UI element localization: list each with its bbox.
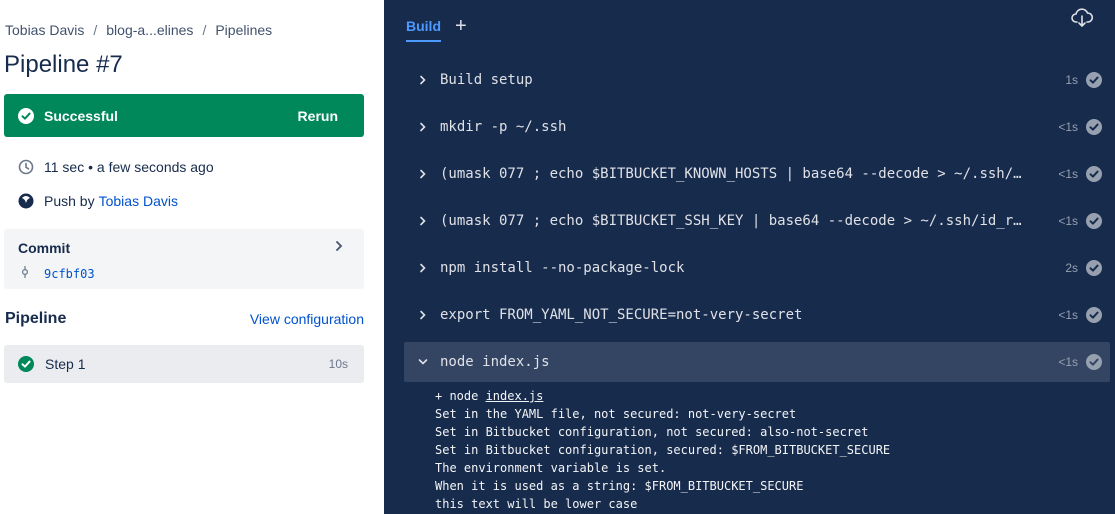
check-circle-icon (1086, 260, 1102, 276)
breadcrumb-item-owner[interactable]: Tobias Davis (5, 22, 85, 38)
rerun-button[interactable]: Rerun (297, 107, 338, 124)
log-line: Set in Bitbucket configuration, not secu… (435, 425, 869, 439)
command-row[interactable]: (umask 077 ; echo $BITBUCKET_SSH_KEY | b… (404, 201, 1110, 241)
add-tab-button[interactable]: + (455, 15, 467, 37)
command-text: node index.js (440, 354, 550, 370)
push-by-label: Push by (44, 193, 95, 209)
check-circle-icon (1086, 213, 1102, 229)
command-text: Build setup (440, 72, 533, 88)
command-text: export FROM_YAML_NOT_SECURE=not-very-sec… (440, 307, 803, 323)
status-bar: Successful Rerun (4, 94, 364, 137)
chevron-right-icon (420, 122, 426, 132)
commit-title: Commit (18, 240, 71, 256)
check-circle-icon (18, 356, 34, 372)
command-duration: 2s (1065, 261, 1078, 275)
author-link[interactable]: Tobias Davis (98, 193, 178, 209)
command-row[interactable]: export FROM_YAML_NOT_SECURE=not-very-sec… (404, 295, 1110, 335)
check-circle-icon (1086, 166, 1102, 182)
step-name: Step 1 (45, 356, 86, 372)
chevron-down-icon (418, 359, 428, 365)
build-log-panel: Build + Build setup 1s mkdir -p ~/.ssh <… (384, 0, 1115, 514)
command-duration: <1s (1058, 214, 1078, 228)
view-configuration-link[interactable]: View configuration (249, 311, 364, 327)
command-text: (umask 077 ; echo $BITBUCKET_KNOWN_HOSTS… (440, 166, 1024, 182)
chevron-right-icon[interactable] (334, 240, 344, 252)
command-row[interactable]: npm install --no-package-lock 2s (404, 248, 1110, 288)
breadcrumb-item-repo[interactable]: blog-a...elines (106, 22, 194, 38)
clock-icon (18, 159, 34, 175)
tab-build[interactable]: Build (406, 18, 441, 42)
log-command-prefix: + node (435, 389, 486, 403)
download-cloud-icon[interactable] (1071, 8, 1093, 28)
chevron-right-icon (420, 169, 426, 179)
build-tabs: Build + (406, 15, 467, 42)
page-title: Pipeline #7 (4, 51, 123, 78)
chevron-right-icon (420, 216, 426, 226)
pipeline-heading: Pipeline (5, 310, 67, 327)
check-circle-icon (1086, 119, 1102, 135)
avatar (18, 193, 34, 209)
command-row[interactable]: (umask 077 ; echo $BITBUCKET_KNOWN_HOSTS… (404, 154, 1110, 194)
command-row-expanded[interactable]: node index.js <1s (404, 342, 1110, 382)
log-line: Set in Bitbucket configuration, secured:… (435, 443, 891, 457)
log-line: Set in the YAML file, not secured: not-v… (435, 407, 797, 421)
command-duration: <1s (1058, 120, 1078, 134)
command-text: npm install --no-package-lock (440, 260, 685, 276)
chevron-right-icon (420, 310, 426, 320)
log-line: this text will be lower case (435, 497, 638, 511)
log-line: When it is used as a string: $FROM_BITBU… (435, 479, 804, 493)
chevron-right-icon (420, 75, 426, 85)
log-file-link[interactable]: index.js (485, 389, 544, 403)
breadcrumb-separator: / (202, 22, 207, 38)
command-text: (umask 077 ; echo $BITBUCKET_SSH_KEY | b… (440, 213, 1024, 229)
breadcrumb-item-pipelines[interactable]: Pipelines (215, 22, 273, 38)
commit-card[interactable]: Commit 9cfbf03 (4, 229, 364, 289)
command-duration: 1s (1065, 73, 1078, 87)
commit-icon (21, 266, 29, 278)
command-text: mkdir -p ~/.ssh (440, 119, 567, 135)
step-item[interactable]: Step 1 10s (4, 345, 364, 383)
log-line: + node index.js (435, 387, 890, 405)
check-circle-icon (1086, 307, 1102, 323)
step-duration: 10s (328, 357, 348, 371)
command-duration: <1s (1058, 355, 1078, 369)
chevron-right-icon (420, 263, 426, 273)
log-line: The environment variable is set. (435, 461, 667, 475)
breadcrumb: Tobias Davis / blog-a...elines / Pipelines (5, 22, 272, 38)
push-row: Push by Tobias Davis (18, 193, 178, 209)
status-label: Successful (44, 107, 118, 124)
command-row[interactable]: mkdir -p ~/.ssh <1s (404, 107, 1110, 147)
duration-row: 11 sec • a few seconds ago (18, 159, 214, 175)
check-circle-icon (1086, 354, 1102, 370)
breadcrumb-separator: / (93, 22, 98, 38)
command-duration: <1s (1058, 308, 1078, 322)
commit-hash-link[interactable]: 9cfbf03 (44, 267, 95, 281)
check-circle-icon (1086, 72, 1102, 88)
command-duration: <1s (1058, 167, 1078, 181)
duration-text: 11 sec • a few seconds ago (44, 159, 214, 175)
pipeline-summary-panel: Tobias Davis / blog-a...elines / Pipelines P… (0, 0, 384, 514)
check-circle-icon (18, 107, 34, 124)
command-row[interactable]: Build setup 1s (404, 60, 1110, 100)
